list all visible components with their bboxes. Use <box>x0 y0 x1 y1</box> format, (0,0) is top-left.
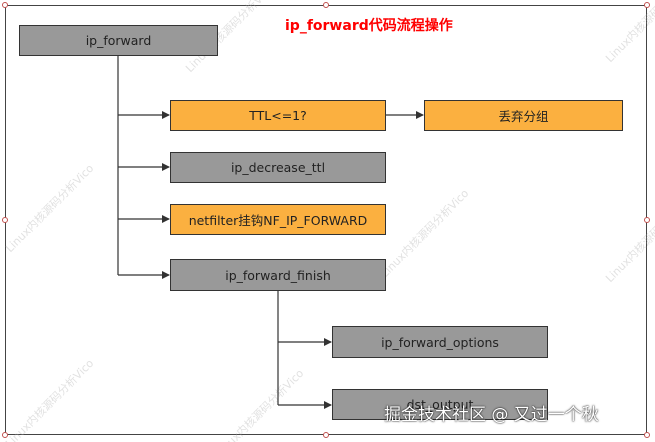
resize-handle-left[interactable] <box>2 217 8 223</box>
node-ttl-check[interactable]: TTL<=1? <box>170 100 386 131</box>
resize-handle-right[interactable] <box>644 217 650 223</box>
node-ip-forward[interactable]: ip_forward <box>19 25 218 56</box>
resize-handle-top[interactable] <box>323 2 329 8</box>
node-ip-decrease-ttl[interactable]: ip_decrease_ttl <box>170 152 386 183</box>
node-netfilter-hook[interactable]: netfilter挂钩NF_IP_FORWARD <box>170 204 386 235</box>
node-ip-forward-options[interactable]: ip_forward_options <box>332 326 548 358</box>
resize-handle-bottom-left[interactable] <box>2 432 8 438</box>
footer-watermark: 掘金技术社区 @ 又过一个秋 <box>384 405 599 425</box>
node-ip-forward-finish[interactable]: ip_forward_finish <box>170 259 386 291</box>
resize-handle-top-right[interactable] <box>644 2 650 8</box>
resize-handle-bottom-right[interactable] <box>644 432 650 438</box>
resize-handle-bottom[interactable] <box>323 432 329 438</box>
node-dst-output[interactable]: dst_output <box>332 389 548 420</box>
diagram-title: ip_forward代码流程操作 <box>285 18 453 34</box>
node-drop-packet[interactable]: 丢弃分组 <box>424 100 623 131</box>
resize-handle-top-left[interactable] <box>2 2 8 8</box>
